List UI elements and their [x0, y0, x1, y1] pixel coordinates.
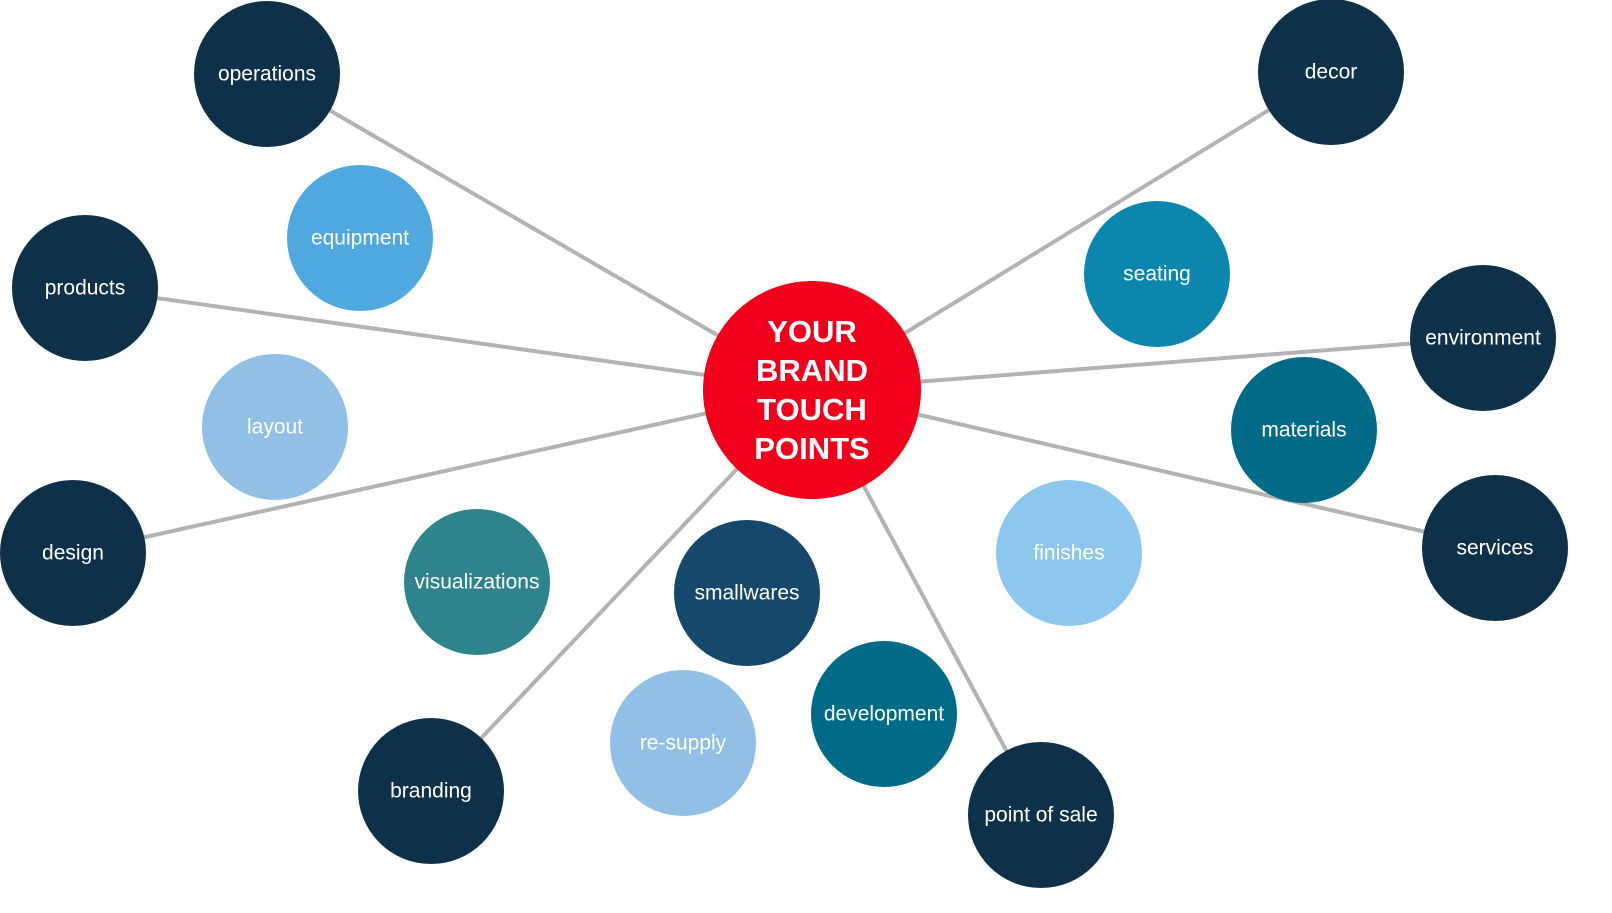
center-label-line: POINTS [754, 431, 869, 466]
node-label: materials [1261, 419, 1346, 442]
node-circle [0, 480, 146, 626]
node-circle [1231, 357, 1377, 503]
node-development: development [811, 641, 957, 787]
node-products: products [12, 215, 158, 361]
node-circle [1258, 0, 1404, 145]
node-circle [358, 718, 504, 864]
node-branding: branding [358, 718, 504, 864]
node-circle [1084, 201, 1230, 347]
node-circle [194, 1, 340, 147]
node-point-of-sale: point of sale [968, 742, 1114, 888]
center-node: YOUR BRAND TOUCH POINTS [703, 281, 921, 499]
node-decor: decor [1258, 0, 1404, 145]
node-circle [968, 742, 1114, 888]
node-label: operations [218, 63, 316, 86]
node-label: development [824, 703, 944, 726]
connector-products [84, 286, 813, 392]
node-circle [1422, 475, 1568, 621]
node-seating: seating [1084, 201, 1230, 347]
node-re-supply: re-supply [610, 670, 756, 816]
node-operations: operations [194, 1, 340, 147]
node-environment: environment [1410, 265, 1556, 411]
node-circle [404, 509, 550, 655]
node-label: products [45, 277, 126, 300]
node-label: finishes [1033, 542, 1104, 565]
node-layout: layout [202, 354, 348, 500]
node-label: services [1456, 537, 1533, 560]
node-circle [610, 670, 756, 816]
center-circle [703, 281, 921, 499]
node-label: branding [390, 780, 472, 803]
node-label: equipment [311, 227, 409, 250]
node-label: environment [1425, 327, 1541, 350]
center-label-line: TOUCH [757, 392, 867, 427]
node-circle [996, 480, 1142, 626]
center-label-line: BRAND [756, 353, 868, 388]
node-label: visualizations [415, 571, 540, 594]
node-design: design [0, 480, 146, 626]
node-finishes: finishes [996, 480, 1142, 626]
node-circle [202, 354, 348, 500]
node-services: services [1422, 475, 1568, 621]
node-circle [811, 641, 957, 787]
node-label: decor [1305, 61, 1358, 84]
node-label: layout [247, 416, 303, 439]
topic-nodes: operations equipment products layout design v… [0, 0, 1568, 888]
node-smallwares: smallwares [674, 520, 820, 666]
connector-environment [811, 336, 1484, 392]
node-label: re-supply [640, 732, 727, 755]
node-equipment: equipment [287, 165, 433, 311]
node-label: seating [1123, 263, 1191, 286]
connector-design [72, 388, 813, 555]
node-circle [287, 165, 433, 311]
node-label: point of sale [984, 804, 1097, 827]
node-circle [674, 520, 820, 666]
node-materials: materials [1231, 357, 1377, 503]
node-label: smallwares [694, 582, 799, 605]
node-circle [12, 215, 158, 361]
node-circle [1410, 265, 1556, 411]
center-label-line: YOUR [767, 314, 857, 349]
node-visualizations: visualizations [404, 509, 550, 655]
node-label: design [42, 542, 104, 565]
connector-services [811, 388, 1496, 550]
